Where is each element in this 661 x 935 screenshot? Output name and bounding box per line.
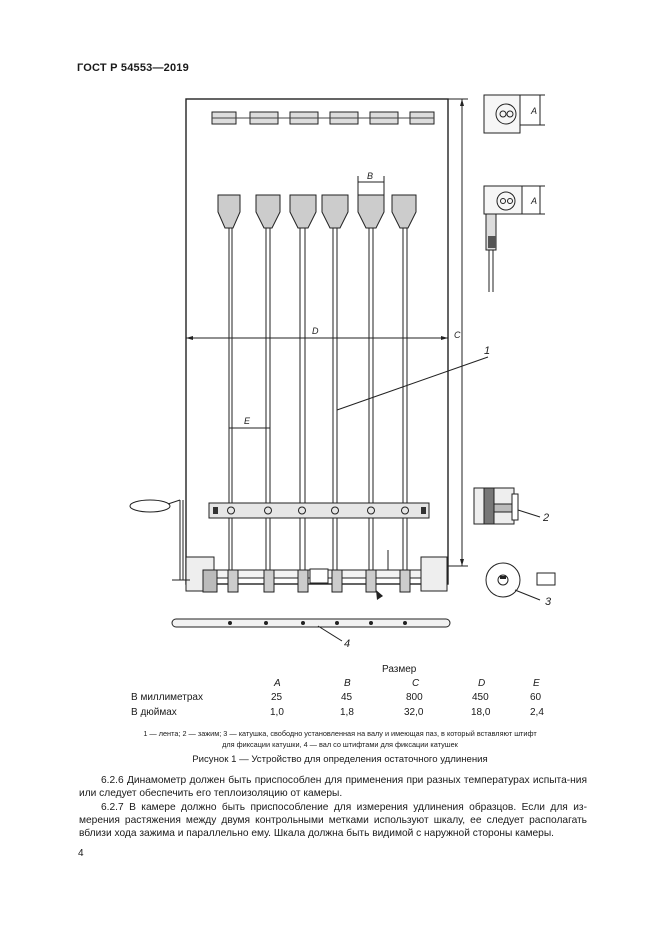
pin-shaft: 4 — [171, 618, 451, 650]
cell: 18,0 — [471, 707, 491, 718]
legend-line-1: 1 — лента; 2 — зажим; 3 — катушка, свобо… — [143, 729, 537, 738]
clamps-and-tapes — [217, 194, 417, 580]
bottom-shaft — [172, 550, 448, 600]
paragraph-6-2-7: 6.2.7 В камере должно быть приспособлени… — [79, 802, 587, 839]
row-mm-label: В миллиметрах — [131, 692, 203, 703]
cell: 60 — [530, 692, 542, 703]
cell: 2,4 — [530, 707, 544, 718]
clamp-6 — [391, 194, 417, 580]
dim-a-mid-label: A — [530, 196, 537, 206]
col-b: B — [344, 678, 351, 689]
dim-b: B — [357, 171, 385, 195]
callout-2-label: 2 — [542, 512, 549, 524]
clamp-5 — [357, 194, 385, 580]
col-d: D — [478, 678, 486, 689]
col-e: E — [533, 678, 540, 689]
figure-apparatus: B D C E 1 — [129, 94, 556, 650]
figure-legend: 1 — лента; 2 — зажим; 3 — катушка, свобо… — [100, 728, 580, 750]
dim-d-label: D — [312, 326, 319, 336]
dim-c: C — [448, 98, 468, 567]
legend-line-2: для фиксации катушки, 4 — вал со штифтам… — [222, 740, 458, 749]
dim-b-label: B — [367, 171, 373, 181]
dim-c-label: C — [454, 330, 461, 340]
detail-top-right: A — [483, 94, 545, 134]
dim-e: E — [228, 416, 271, 436]
dim-d: D — [186, 326, 448, 340]
clamp-bar — [208, 502, 430, 519]
clamp-1 — [217, 194, 241, 580]
detail-middle-right: A — [483, 185, 545, 292]
cell: 1,0 — [270, 707, 284, 718]
cell: 25 — [271, 692, 283, 703]
cell: 800 — [406, 692, 423, 703]
col-a: A — [274, 678, 281, 689]
crank-handle — [129, 499, 184, 580]
clamp-3 — [289, 194, 317, 580]
callout-1-label: 1 — [484, 345, 490, 357]
size-table-title: Размер — [382, 664, 417, 675]
detail-spool: 3 — [485, 562, 556, 608]
col-c: C — [412, 678, 420, 689]
top-roller-row — [211, 111, 435, 125]
dim-e-label: E — [244, 416, 251, 426]
chamber-panel — [185, 98, 449, 585]
figure-caption: Рисунок 1 — Устройство для определения о… — [192, 754, 488, 765]
detail-clamp: 2 — [473, 487, 549, 525]
callout-3-label: 3 — [545, 596, 552, 608]
cell: 450 — [472, 692, 489, 703]
callout-4-label: 4 — [344, 638, 350, 650]
document-header: ГОСТ Р 54553—2019 — [77, 62, 189, 74]
page-number: 4 — [78, 848, 84, 859]
row-in-label: В дюймах — [131, 707, 177, 718]
cell: 1,8 — [340, 707, 354, 718]
callout-1: 1 — [336, 345, 490, 411]
cell: 32,0 — [404, 707, 424, 718]
paragraph-6-2-6: 6.2.6 Динамометр должен быть приспособле… — [79, 775, 587, 799]
cell: 45 — [341, 692, 353, 703]
clamp-4 — [321, 194, 349, 580]
dim-a-top-label: A — [530, 106, 537, 116]
clamp-2 — [255, 194, 281, 580]
